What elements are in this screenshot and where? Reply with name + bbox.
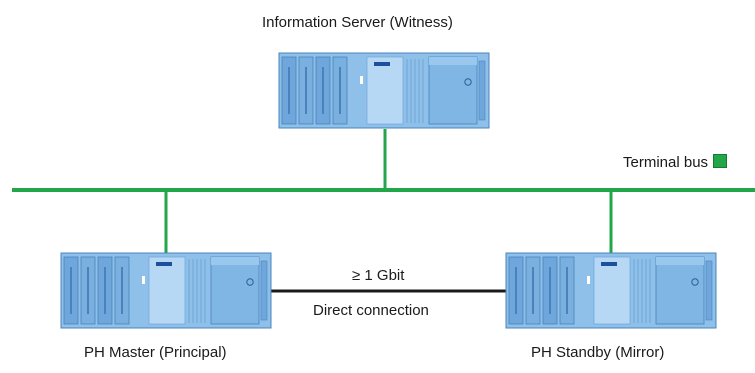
direct-connection-label: Direct connection	[313, 302, 429, 319]
principal-server-icon	[60, 252, 272, 329]
link-speed-label: ≥ 1 Gbit	[352, 267, 405, 284]
witness-server-icon	[278, 52, 490, 129]
witness-label: Information Server (Witness)	[262, 14, 453, 31]
mirror-label: PH Standby (Mirror)	[531, 344, 665, 361]
principal-label: PH Master (Principal)	[84, 344, 227, 361]
terminal-bus-swatch-icon	[713, 154, 728, 168]
terminal-bus-legend: Terminal bus	[623, 154, 728, 171]
mirror-server-icon	[505, 252, 717, 329]
terminal-bus-label: Terminal bus	[623, 154, 709, 171]
